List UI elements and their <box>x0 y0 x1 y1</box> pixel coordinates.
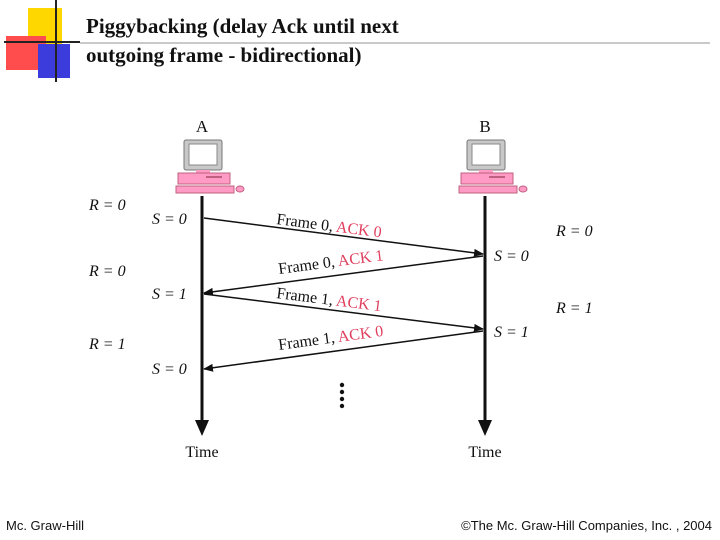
frame-label-text: Frame 1, <box>275 285 337 309</box>
left-s-label: S = 1 <box>152 286 187 303</box>
frame-label-text: Frame 1, <box>277 329 339 354</box>
title-line-1: Piggybacking (delay Ack until next <box>86 14 399 38</box>
left-s-label: S = 0 <box>152 211 187 228</box>
slide-logo <box>4 0 80 82</box>
timeline-b-arrowhead <box>478 420 492 436</box>
frame-arrow-a-to-b <box>203 217 484 257</box>
frame-label-ack: ACK 0 <box>335 219 383 242</box>
frame-arrow-b-to-a <box>203 330 484 372</box>
timeline-a-arrowhead <box>195 420 209 436</box>
frame-label-text: Frame 0, <box>277 253 339 278</box>
left-r-label: R = 0 <box>88 263 126 280</box>
left-r-label: R = 1 <box>88 336 126 353</box>
station-a-label: A <box>196 117 209 136</box>
page-title: Piggybacking (delay Ack until next outgo… <box>86 12 706 70</box>
title-line-2: outgoing frame - bidirectional) <box>86 43 362 67</box>
frame-arrow-b-to-a <box>203 255 484 296</box>
right-r-label: R = 1 <box>555 300 593 317</box>
frame-label: Frame 0, ACK 1 <box>277 247 384 278</box>
computer-b-icon <box>458 139 528 194</box>
frame-label: Frame 0, ACK 0 <box>275 211 382 241</box>
time-label-b: Time <box>468 444 501 461</box>
right-s-label: S = 0 <box>494 248 529 265</box>
right-s-label: S = 1 <box>494 324 529 341</box>
frame-arrow-a-to-b <box>203 293 484 332</box>
time-label-a: Time <box>185 444 218 461</box>
left-r-label: R = 0 <box>88 197 126 214</box>
frame-label: Frame 1, ACK 0 <box>277 323 384 354</box>
continuation-dots <box>339 382 345 409</box>
computer-a-icon <box>175 139 245 194</box>
frame-label-ack: ACK 1 <box>337 247 385 270</box>
right-r-label: R = 0 <box>555 223 593 240</box>
left-s-label: S = 0 <box>152 361 187 378</box>
frame-label-ack: ACK 1 <box>335 293 383 316</box>
frame-label: Frame 1, ACK 1 <box>275 285 382 315</box>
station-b-label: B <box>479 117 490 136</box>
footer-copyright: ©The Mc. Graw-Hill Companies, Inc. , 200… <box>461 518 712 533</box>
footer-publisher: Mc. Graw-Hill <box>6 518 84 533</box>
frame-label-ack: ACK 0 <box>337 323 385 346</box>
title-rule <box>80 42 710 44</box>
